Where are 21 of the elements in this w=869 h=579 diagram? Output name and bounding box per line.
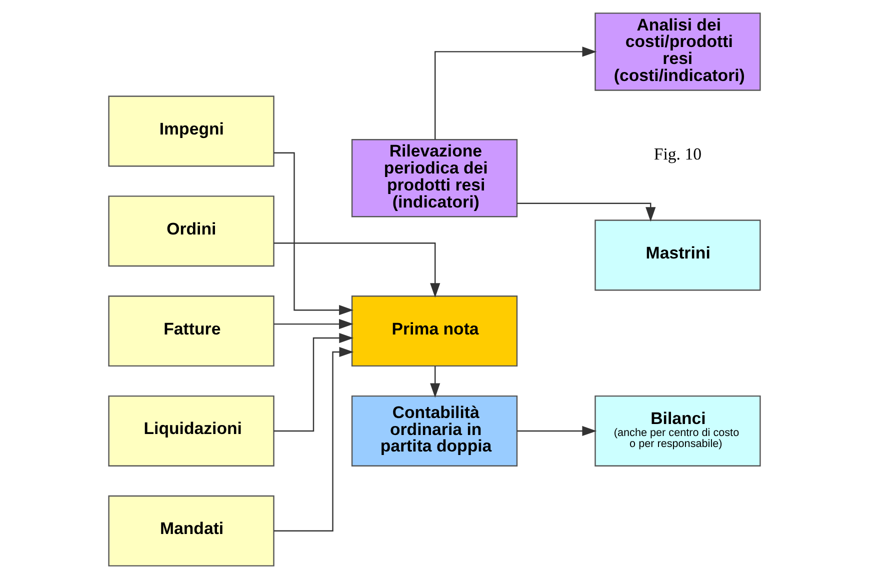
node-box: Liquidazioni: [108, 395, 274, 466]
arrow: [274, 319, 354, 330]
node-box: Mandati: [108, 495, 274, 566]
node-box: Bilanci (anche per centro di costo o per responsabile): [594, 395, 761, 466]
arrow: [517, 202, 656, 222]
arrow: [430, 366, 440, 398]
arrow: [274, 346, 354, 532]
arrow: [274, 332, 354, 432]
node-box: Fatture: [108, 296, 274, 367]
arrow: [517, 426, 597, 436]
label: Fig. 10: [654, 144, 702, 164]
arrow: [274, 152, 354, 316]
arrow: [274, 242, 440, 298]
node-box: Impegni: [108, 96, 274, 167]
node-box: Rilevazione periodica dei prodotti resi (indicatori): [351, 139, 518, 218]
node-box: Mastrini: [594, 220, 761, 291]
arrow: [434, 46, 597, 140]
node-box: Contabilità ordinaria in partita doppia: [351, 395, 518, 466]
node-box: Prima nota: [351, 296, 518, 367]
node-box: Ordini: [108, 196, 274, 267]
node-box: Analisi dei costi/prodotti resi (costi/indicatori): [594, 12, 761, 91]
